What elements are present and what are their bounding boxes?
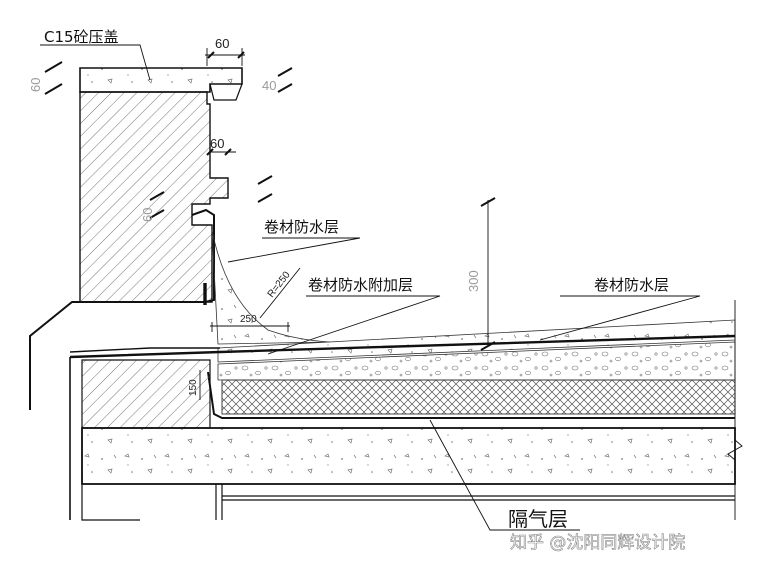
- coping-slab: [79, 67, 243, 93]
- dim-fillet-base: 250: [240, 314, 257, 325]
- membrane-extra-label: 卷材防水附加层: [308, 276, 413, 294]
- dim-lower-height: 150: [188, 379, 199, 396]
- dimension-lines: [44, 48, 496, 400]
- fillet: [211, 229, 331, 345]
- dim-coping-drip: 40: [262, 78, 276, 93]
- dim-groove-depth: 60: [140, 208, 155, 222]
- roof-buildup: [69, 300, 743, 521]
- dim-fillet-radius: R=250: [266, 269, 293, 300]
- coping-label: C15砼压盖: [44, 28, 119, 46]
- dim-coping-thickness: 60: [28, 78, 43, 92]
- parapet-membrane: [29, 208, 215, 410]
- vapor-barrier-label: 隔气层: [508, 507, 568, 531]
- membrane-right-label: 卷材防水层: [594, 276, 669, 294]
- dim-upstand-height: 300: [466, 270, 481, 292]
- dim-groove-width: 60: [210, 136, 224, 151]
- leader-lines: [40, 44, 701, 531]
- membrane-top-label: 卷材防水层: [264, 218, 339, 236]
- dim-coping-width: 60: [215, 36, 229, 51]
- watermark: 知乎 @沈阳同辉设计院: [510, 533, 685, 553]
